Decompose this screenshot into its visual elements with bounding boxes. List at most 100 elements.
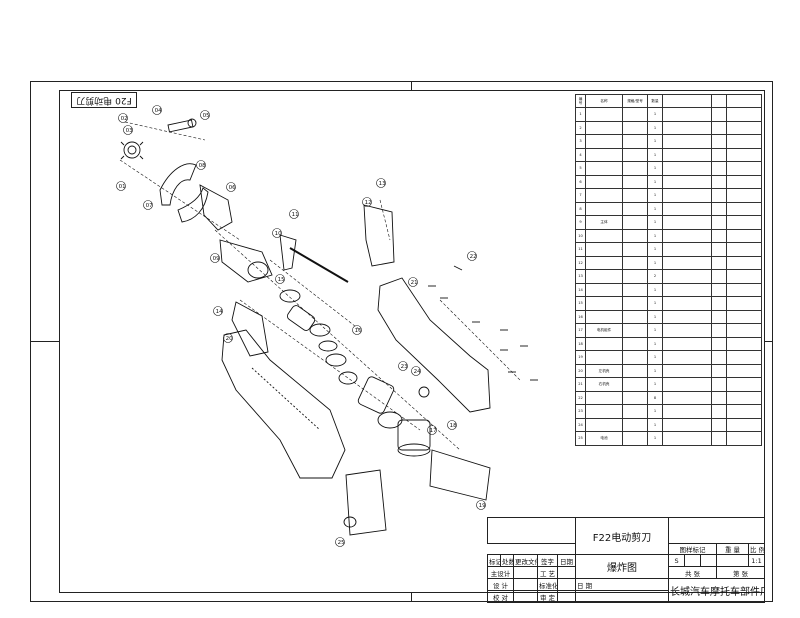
callout-13: 13	[376, 178, 386, 188]
designer-label: 主设计	[487, 566, 514, 579]
callout-22: 22	[467, 251, 477, 261]
parts-table-header: 编号 名称 规格/型号 数量	[575, 94, 762, 108]
part-note-cell	[711, 120, 727, 135]
svg-text:06: 06	[229, 185, 236, 191]
part-note-cell	[711, 336, 727, 351]
header-cell	[662, 94, 712, 108]
part-no-cell: 18	[575, 336, 586, 351]
part-name-cell	[585, 417, 623, 432]
part-note-cell	[662, 242, 712, 257]
scale-label: 比 例	[748, 543, 766, 555]
part-note-cell	[662, 309, 712, 324]
part-note-cell	[726, 134, 762, 149]
callout-10: 10	[272, 228, 282, 238]
callout-12: 12	[362, 197, 372, 207]
svg-text:04: 04	[155, 108, 162, 114]
part-no-cell: 20	[575, 363, 586, 378]
part-note-cell	[662, 363, 712, 378]
part-spec-cell	[622, 282, 648, 297]
part-qty-cell: 1	[647, 201, 663, 216]
svg-text:16: 16	[355, 328, 362, 334]
part-qty-cell: 1	[647, 147, 663, 162]
callout-19: 19	[476, 500, 486, 510]
part-note-cell	[662, 120, 712, 135]
part-note-cell	[662, 282, 712, 297]
head-housing-part	[219, 239, 273, 283]
part-note-cell	[726, 390, 762, 405]
part-name-cell	[585, 161, 623, 176]
part-qty-cell: 1	[647, 404, 663, 419]
part-name-cell: 左机壳	[585, 363, 623, 378]
svg-text:23: 23	[401, 364, 408, 370]
svg-text:17: 17	[430, 428, 437, 434]
part-name-cell	[585, 269, 623, 284]
count-label: 处数	[500, 554, 514, 567]
svg-text:18: 18	[450, 423, 457, 429]
part-spec-cell	[622, 201, 648, 216]
stage-value: S	[668, 554, 686, 567]
part-note-cell	[726, 404, 762, 419]
part-name-cell	[585, 242, 623, 257]
blade-part	[159, 163, 197, 206]
part-name-cell	[585, 350, 623, 365]
part-note-cell	[711, 309, 727, 324]
part-note-cell	[726, 201, 762, 216]
part-note-cell	[711, 390, 727, 405]
part-note-cell	[662, 255, 712, 270]
part-name-cell	[585, 296, 623, 311]
shaft-part	[167, 118, 197, 133]
part-note-cell	[711, 296, 727, 311]
svg-text:01: 01	[119, 184, 126, 190]
drawing-type: 爆炸图	[575, 554, 670, 579]
part-qty-cell: 1	[647, 417, 663, 432]
part-spec-cell	[622, 107, 648, 122]
part-qty-cell: 1	[647, 242, 663, 257]
checker-label: 设 计	[487, 578, 514, 591]
scale-value: 1:1	[748, 554, 766, 567]
part-note-cell	[726, 188, 762, 203]
part-name-cell: 主体	[585, 215, 623, 230]
battery-part	[343, 469, 387, 536]
approve-label: 审 定	[537, 590, 558, 603]
part-note-cell	[726, 161, 762, 176]
svg-text:02: 02	[121, 116, 128, 122]
svg-text:13: 13	[379, 181, 386, 187]
part-note-cell	[711, 107, 727, 122]
part-no-cell: 25	[575, 431, 586, 446]
part-spec-cell	[622, 323, 648, 338]
rod-part	[289, 247, 349, 283]
motor-part	[357, 376, 403, 429]
part-note-cell	[726, 282, 762, 297]
part-note-cell	[711, 377, 727, 392]
part-name-cell	[585, 134, 623, 149]
part-no-cell: 8	[575, 201, 586, 216]
svg-text:24: 24	[414, 369, 421, 375]
part-spec-cell	[622, 431, 648, 446]
right-housing-part	[377, 277, 491, 413]
part-qty-cell: 1	[647, 431, 663, 446]
svg-text:19: 19	[479, 503, 486, 509]
part-spec-cell	[622, 188, 648, 203]
header-cell: 规格/型号	[622, 94, 648, 108]
part-note-cell	[662, 188, 712, 203]
header-cell: 编号	[575, 94, 586, 108]
frame-tick-right	[765, 341, 773, 342]
part-qty-cell: 1	[647, 120, 663, 135]
part-qty-cell: 1	[647, 309, 663, 324]
part-no-cell: 7	[575, 188, 586, 203]
callout-16: 16	[352, 325, 362, 335]
part-note-cell	[726, 431, 762, 446]
part-note-cell	[726, 120, 762, 135]
svg-text:03: 03	[126, 128, 133, 134]
part-note-cell	[662, 215, 712, 230]
part-spec-cell	[622, 228, 648, 243]
